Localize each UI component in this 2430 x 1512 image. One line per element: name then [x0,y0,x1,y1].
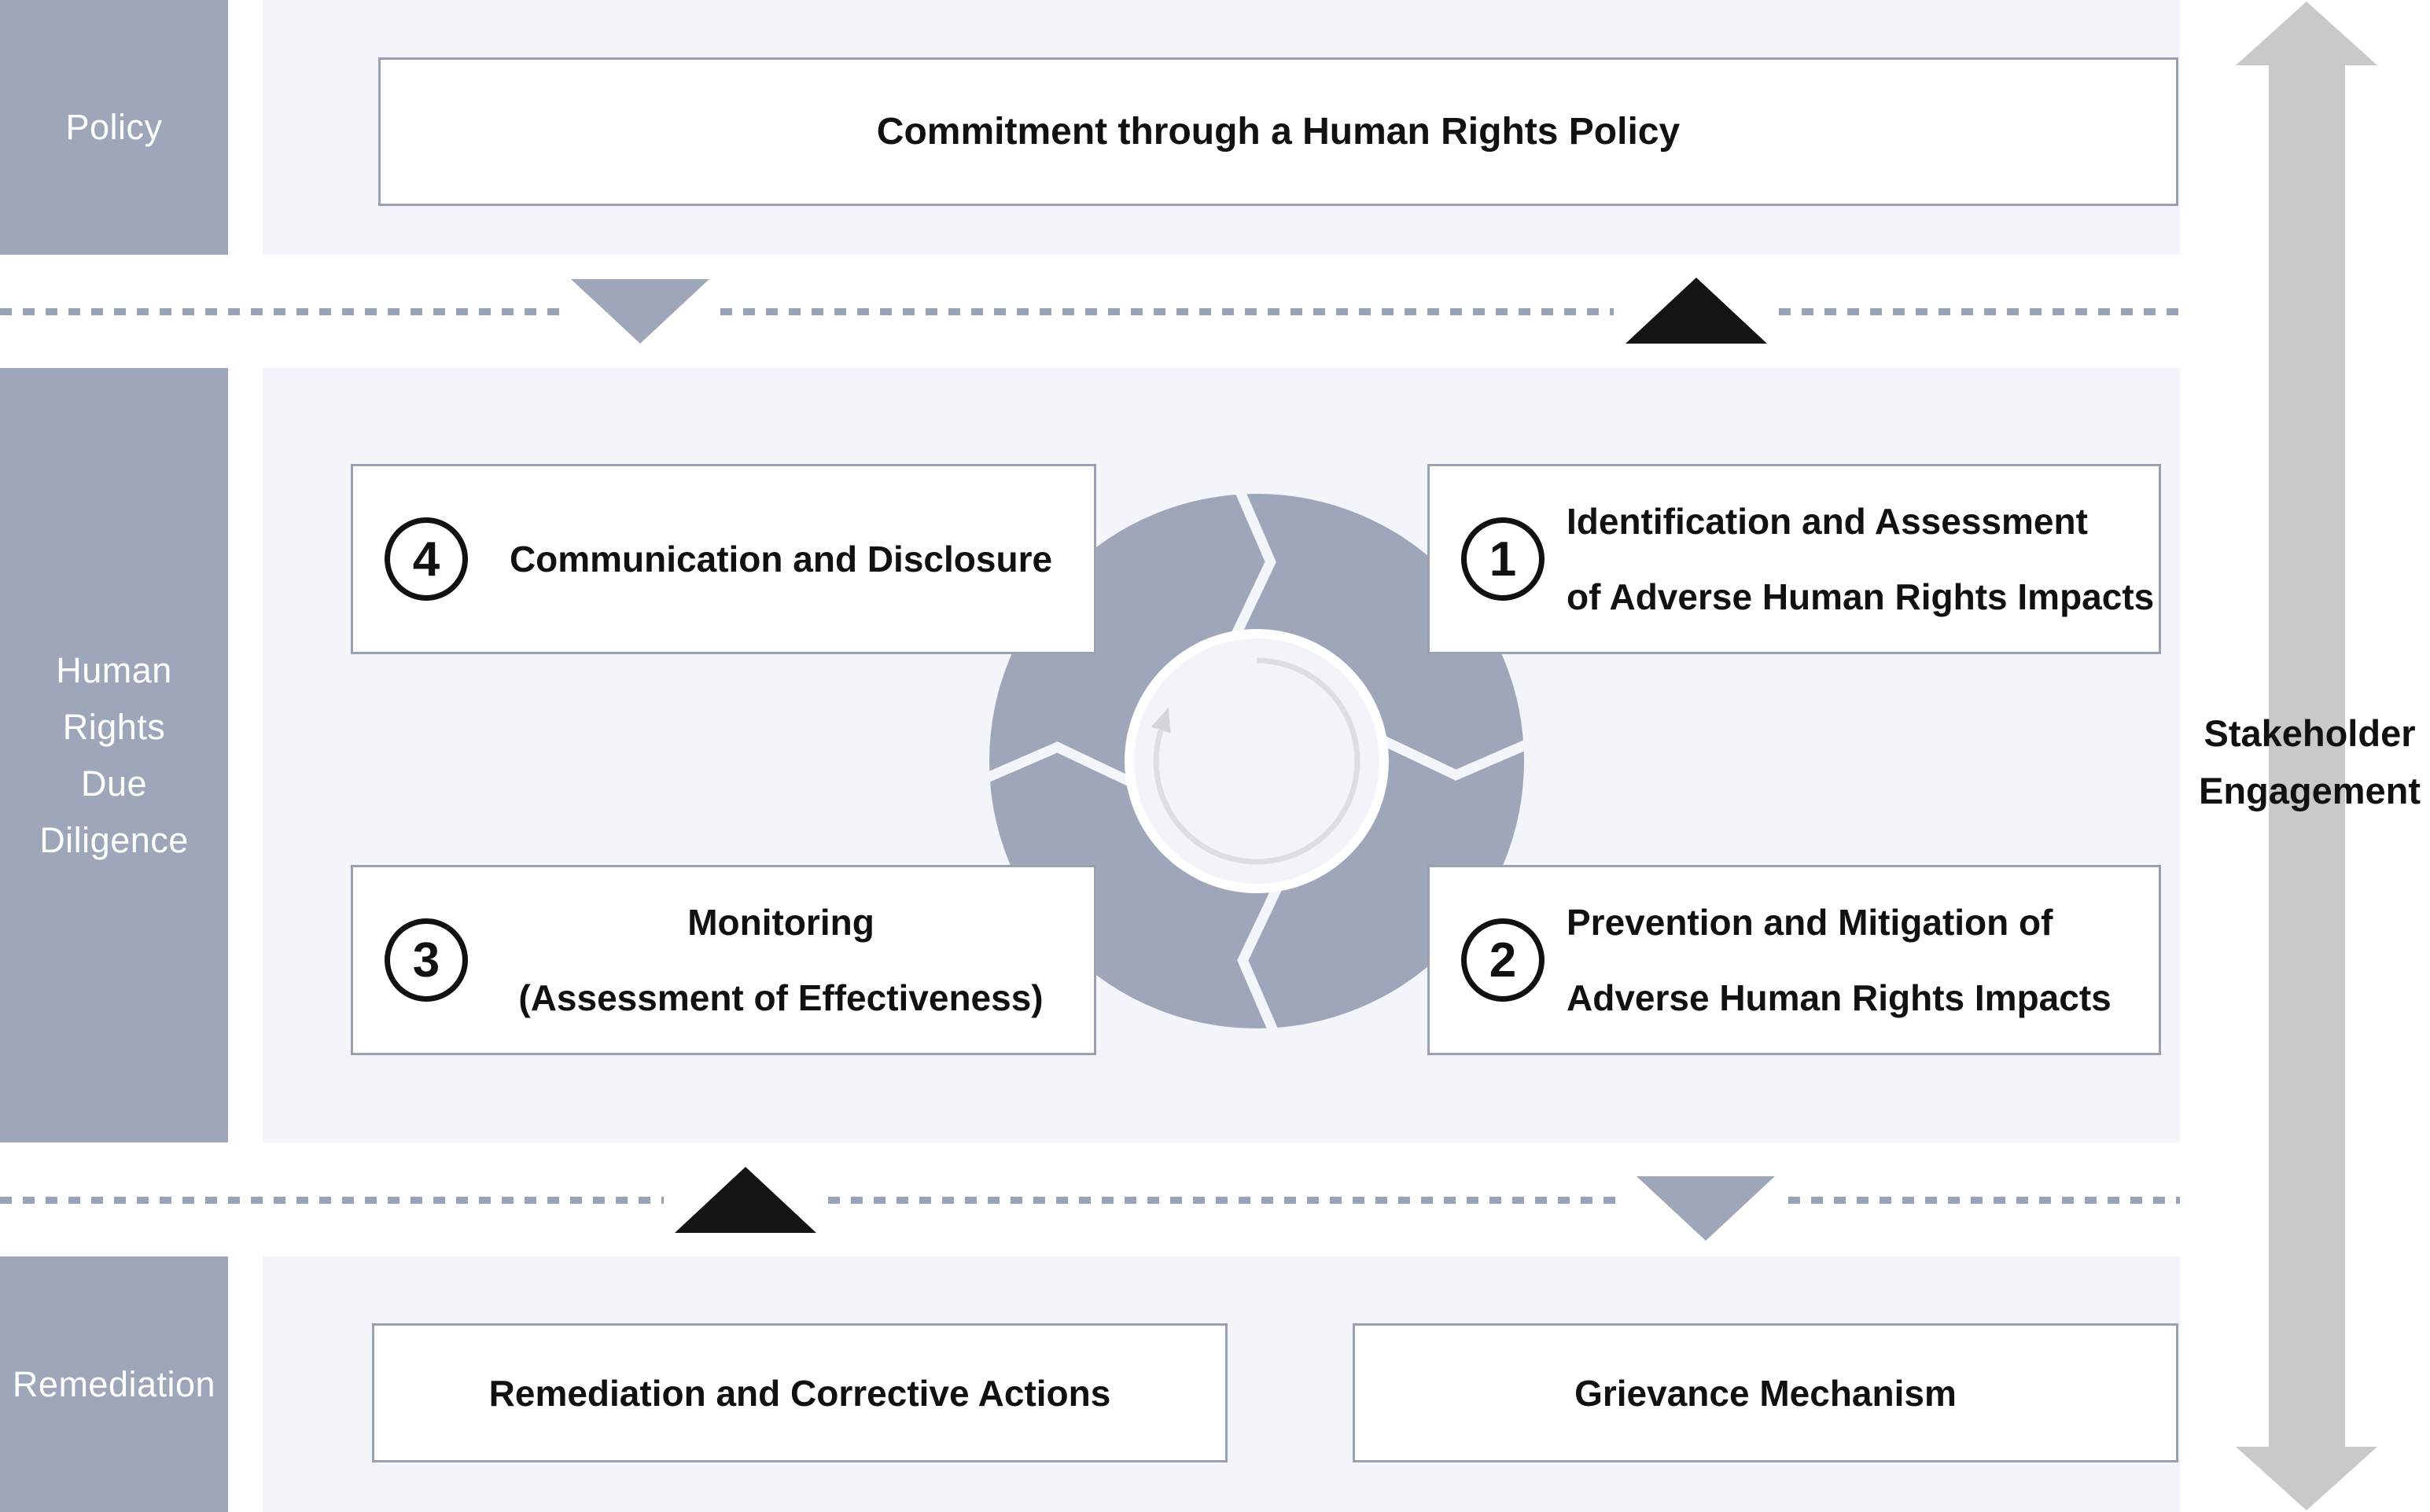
step-label-1: Identification and Assessment of Adverse… [1567,501,2155,617]
up-arrowhead-icon [2236,2,2377,65]
down-triangle-icon [571,279,709,344]
divider-bottom-dash-segment [0,1197,664,1204]
remediation-actions-box: Remediation and Corrective Actions [372,1323,1228,1462]
step-box-2: 2 Prevention and Mitigation of Adverse H… [1427,865,2161,1055]
step-box-1: 1 Identification and Assessment of Adver… [1427,464,2161,654]
sidebar-hrdd-label: Human Rights Due Diligence [39,649,189,860]
step-box-3: 3 Monitoring (Assessment of Effectivenes… [351,865,1096,1055]
sidebar-item-policy: Policy [0,0,228,255]
cycle-arrowhead-icon [1151,707,1171,734]
commitment-label: Commitment through a Human Rights Policy [876,111,1681,153]
grievance-mechanism-label: Grievance Mechanism [1574,1372,1957,1414]
down-triangle-icon [1637,1176,1775,1241]
divider-top-dash-segment [720,308,1614,315]
step-label-4: Communication and Disclosure [509,539,1053,579]
step-label-2: Prevention and Mitigation of Adverse Hum… [1567,902,2112,1018]
up-triangle-icon [1626,278,1767,344]
step-box-4: 4 Communication and Disclosure [351,464,1096,654]
cycle-wheel [981,486,1532,1036]
remediation-actions-label: Remediation and Corrective Actions [488,1372,1111,1414]
sidebar-policy-label: Policy [65,107,163,147]
stakeholder-engagement-label: Stakeholder Engagement [2198,712,2421,811]
cycle-cut-top [1230,486,1276,640]
cycle-cut-left [981,741,1136,788]
divider-top-dash-segment [1779,308,2180,315]
step-label-3: Monitoring (Assessment of Effectiveness) [518,902,1044,1018]
cycle-cut-bottom [1237,882,1283,1036]
down-arrowhead-icon [2236,1447,2377,1510]
step-number-2: 2 [1461,918,1545,1002]
sidebar-item-remediation: Remediation [0,1256,228,1512]
cycle-arrow-icon [1153,657,1360,865]
sidebar-remediation-label: Remediation [12,1363,216,1404]
divider-top-dash-segment [0,308,560,315]
step-number-3: 3 [385,918,468,1002]
commitment-box: Commitment through a Human Rights Policy [378,57,2178,206]
step-number-1: 1 [1461,517,1545,601]
grievance-mechanism-box: Grievance Mechanism [1353,1323,2178,1462]
sidebar-item-hrdd: Human Rights Due Diligence [0,368,228,1142]
cycle-inner-disc [1134,638,1379,884]
up-triangle-icon [675,1167,816,1233]
stakeholder-arrow-shaft [2269,63,2345,1448]
cycle-cut-right [1378,734,1532,781]
divider-bottom-dash-segment [828,1197,1623,1204]
divider-bottom-dash-segment [1788,1197,2180,1204]
step-number-4: 4 [385,517,468,601]
